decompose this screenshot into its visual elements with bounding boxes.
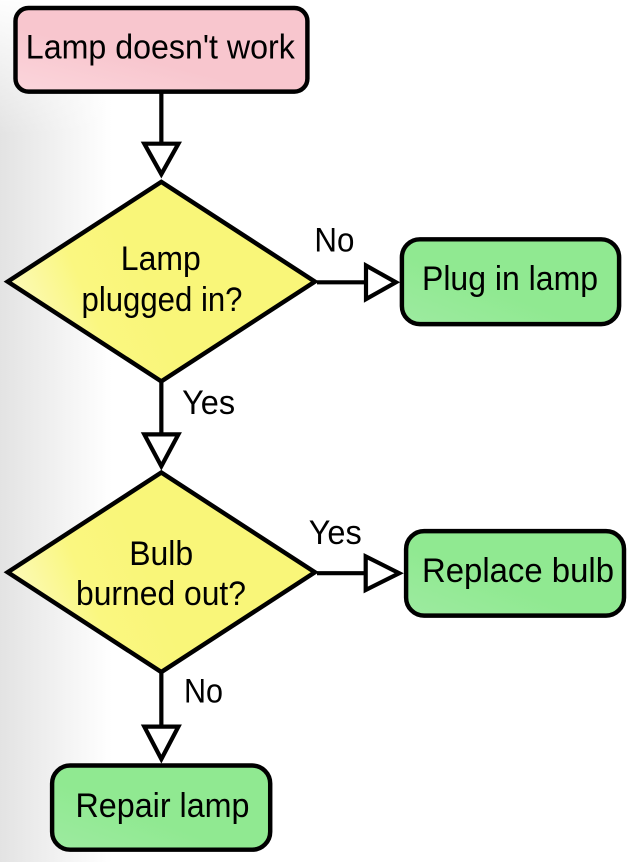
- svg-text:Bulb: Bulb: [129, 535, 193, 573]
- svg-text:Repair lamp: Repair lamp: [76, 787, 250, 825]
- svg-text:Yes: Yes: [309, 514, 362, 552]
- svg-text:Plug in lamp: Plug in lamp: [422, 260, 598, 298]
- svg-text:Yes: Yes: [182, 384, 235, 422]
- svg-text:Lamp doesn't work: Lamp doesn't work: [26, 29, 296, 67]
- svg-text:Lamp: Lamp: [121, 240, 201, 278]
- svg-text:No: No: [314, 221, 354, 259]
- svg-text:Replace bulb: Replace bulb: [422, 552, 614, 590]
- svg-text:burned out?: burned out?: [76, 575, 246, 613]
- svg-text:No: No: [184, 672, 223, 710]
- svg-text:plugged in?: plugged in?: [82, 281, 243, 319]
